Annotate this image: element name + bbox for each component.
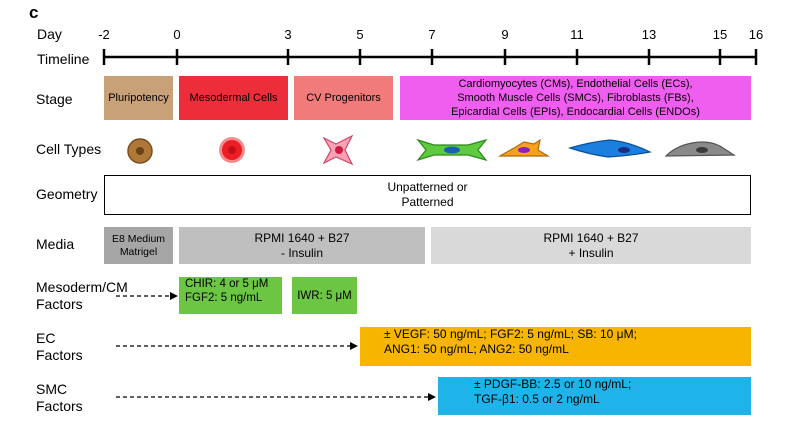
tick-label: 13 bbox=[641, 27, 657, 42]
media-row-label: Media bbox=[36, 236, 75, 252]
mesoderm-factor-iwr: IWR: 5 μM bbox=[292, 277, 357, 314]
cardiomyocyte-icon bbox=[416, 138, 488, 162]
stage-mature-line1: Cardiomyocytes (CMs), Endothelial Cells … bbox=[458, 78, 693, 90]
ec-factors-line1: ± VEGF: 50 ng/mL; FGF2: 5 ng/mL; SB: 10 … bbox=[384, 327, 637, 341]
ec-factors-box: ± VEGF: 50 ng/mL; FGF2: 5 ng/mL; SB: 10 … bbox=[360, 327, 751, 366]
mesoderm-arrow bbox=[116, 292, 178, 300]
panel-letter: c bbox=[29, 3, 39, 22]
cell-types-row-label: Cell Types bbox=[36, 141, 102, 157]
ec-row-label-line2: Factors bbox=[36, 347, 83, 363]
tick-label: -2 bbox=[98, 27, 110, 42]
tick-label: 5 bbox=[356, 27, 364, 42]
endothelial-cell-icon bbox=[568, 139, 652, 158]
tick-label: 0 bbox=[173, 27, 181, 42]
geometry-line1: Unpatterned or bbox=[387, 180, 468, 194]
stage-mature-line2: Smooth Muscle Cells (SMCs), Fibroblasts … bbox=[457, 92, 694, 104]
ec-factors-line2: ANG1: 50 ng/mL; ANG2: 50 ng/mL bbox=[384, 342, 569, 356]
mesoderm-row-label-line1: Mesoderm/CM bbox=[36, 279, 128, 295]
smooth-muscle-cell-icon bbox=[664, 141, 736, 157]
media-rpmi-minus-insulin: RPMI 1640 + B27 - Insulin bbox=[179, 227, 425, 264]
geometry-box: Unpatterned or Patterned bbox=[104, 175, 751, 215]
stage-mature-cells: Cardiomyocytes (CMs), Endothelial Cells … bbox=[400, 76, 751, 120]
ec-row-label: EC Factors bbox=[36, 330, 83, 364]
smc-factors-line2: TGF-β1: 0.5 or 2 ng/mL bbox=[474, 392, 600, 406]
ec-arrow bbox=[116, 342, 358, 350]
tick-label: 3 bbox=[284, 27, 292, 42]
timeline-ticks bbox=[102, 49, 758, 65]
media-rpmi-plus-line1: RPMI 1640 + B27 bbox=[543, 230, 639, 245]
mesoderm-row-label: Mesoderm/CM Factors bbox=[36, 279, 128, 313]
tick-label: 16 bbox=[748, 27, 764, 42]
tick-label: 11 bbox=[570, 27, 584, 42]
media-rpmi-plus-line2: + Insulin bbox=[568, 245, 614, 260]
timeline-label: Timeline bbox=[37, 51, 90, 67]
media-e8-matrigel: E8 Medium Matrigel bbox=[104, 227, 173, 264]
stage-row-label: Stage bbox=[36, 91, 73, 107]
factor-chir: CHIR: 4 or 5 μM bbox=[185, 278, 269, 290]
ec-row-label-line1: EC bbox=[36, 330, 56, 346]
media-rpmi-minus-line1: RPMI 1640 + B27 bbox=[254, 230, 350, 245]
fibroblast-icon bbox=[497, 138, 551, 157]
tick-label: 7 bbox=[428, 27, 436, 42]
media-rpmi-plus-insulin: RPMI 1640 + B27 + Insulin bbox=[431, 227, 751, 264]
geometry-line2: Patterned bbox=[401, 195, 454, 209]
smc-row-label-line2: Factors bbox=[36, 398, 83, 414]
mesoderm-factor-chir-fgf2: CHIR: 4 or 5 μM FGF2: 5 ng/mL bbox=[179, 277, 282, 314]
media-e8-line1: E8 Medium bbox=[111, 232, 166, 245]
mesodermal-cell-icon bbox=[219, 137, 245, 163]
smc-factors-line1: ± PDGF-BB: 2.5 or 10 ng/mL; bbox=[474, 377, 632, 391]
day-label: Day bbox=[37, 26, 62, 42]
media-e8-line2: Matrigel bbox=[119, 245, 158, 258]
stage-cv-progenitors: CV Progenitors bbox=[294, 76, 393, 120]
stage-mature-line3: Epicardial Cells (EPIs), Endocardial Cel… bbox=[451, 106, 700, 118]
stage-pluripotency: Pluripotency bbox=[104, 76, 173, 120]
media-rpmi-minus-line2: - Insulin bbox=[280, 245, 324, 260]
smc-arrow bbox=[116, 393, 436, 401]
smc-row-label-line1: SMC bbox=[36, 381, 68, 397]
smc-factors-box: ± PDGF-BB: 2.5 or 10 ng/mL; TGF-β1: 0.5 … bbox=[438, 377, 751, 415]
progenitor-cell-icon bbox=[322, 134, 354, 166]
smc-row-label: SMC Factors bbox=[36, 381, 83, 415]
tick-label: 15 bbox=[712, 27, 728, 42]
geometry-row-label: Geometry bbox=[36, 186, 98, 202]
mesoderm-row-label-line2: Factors bbox=[36, 296, 83, 312]
stage-mesodermal-cells: Mesodermal Cells bbox=[179, 76, 288, 120]
pluripotent-cell-icon bbox=[127, 138, 153, 164]
tick-label: 9 bbox=[501, 27, 509, 42]
factor-fgf2: FGF2: 5 ng/mL bbox=[185, 292, 263, 304]
